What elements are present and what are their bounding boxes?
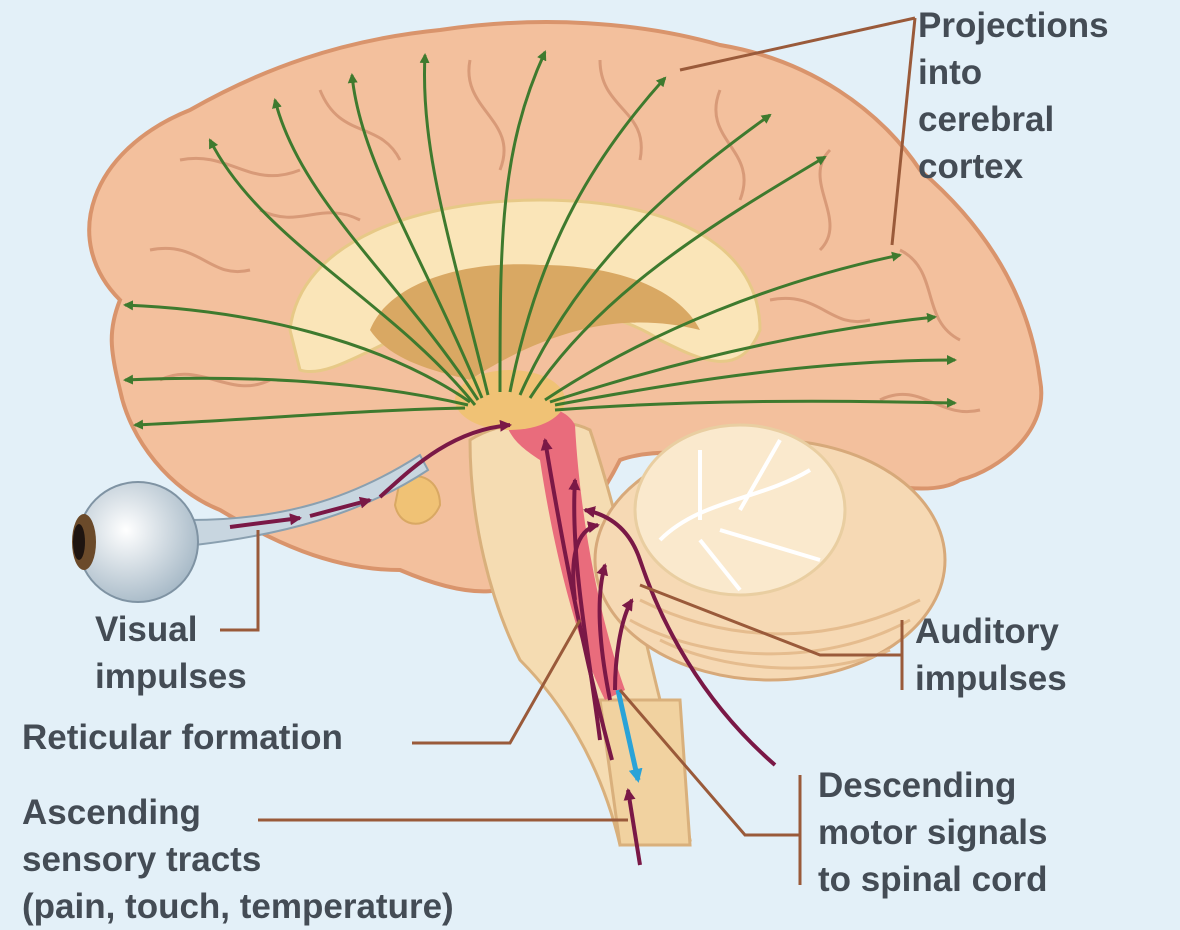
- descending-line-1: Descending: [818, 762, 1047, 809]
- visual-line-2: impulses: [95, 653, 247, 700]
- projections-line-2: into: [918, 49, 1109, 96]
- ascending-line-1: Ascending: [22, 789, 454, 836]
- ascending-line-2: sensory tracts: [22, 836, 454, 883]
- eye-pupil-core: [73, 524, 85, 560]
- projections-line-3: cerebral: [918, 96, 1109, 143]
- ascending-line-3: (pain, touch, temperature): [22, 883, 454, 930]
- reticular-formation-label: Reticular formation: [22, 714, 343, 761]
- visual-impulses-label: Visual impulses: [95, 606, 247, 700]
- auditory-line-1: Auditory: [915, 608, 1067, 655]
- auditory-impulses-label: Auditory impulses: [915, 608, 1067, 702]
- projections-line-4: cortex: [918, 143, 1109, 190]
- projections-label: Projections into cerebral cortex: [918, 2, 1109, 190]
- descending-signals-label: Descending motor signals to spinal cord: [818, 762, 1047, 903]
- auditory-line-2: impulses: [915, 655, 1067, 702]
- descending-line-3: to spinal cord: [818, 856, 1047, 903]
- ascending-tracts-label: Ascending sensory tracts (pain, touch, t…: [22, 789, 454, 930]
- projections-line-1: Projections: [918, 2, 1109, 49]
- descending-line-2: motor signals: [818, 809, 1047, 856]
- visual-line-1: Visual: [95, 606, 247, 653]
